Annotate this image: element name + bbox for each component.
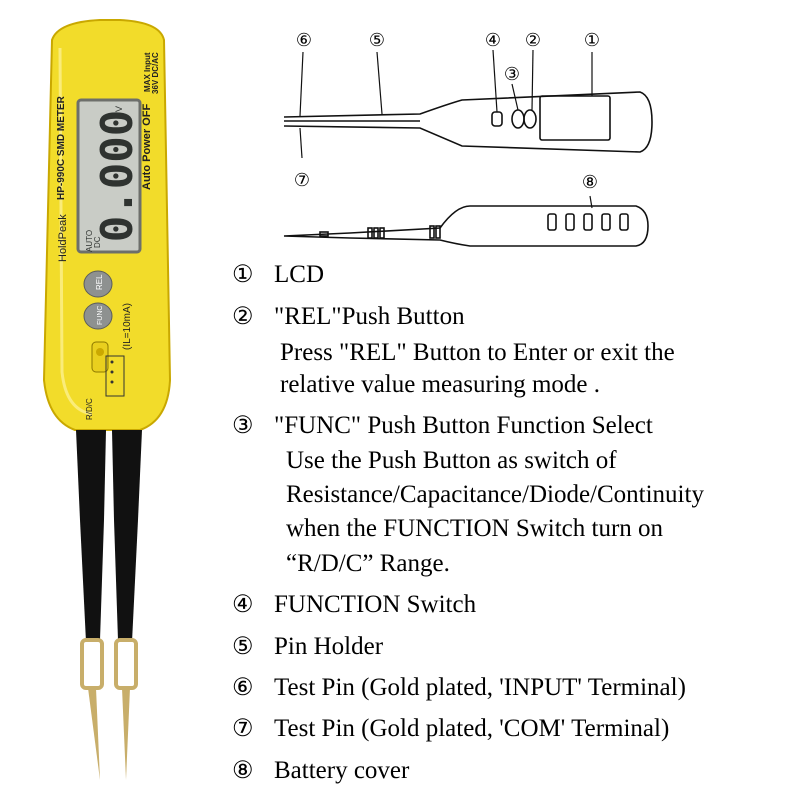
legend-item-input-pin: ⑥ Test Pin (Gold plated, 'INPUT' Terminal… bbox=[232, 671, 686, 705]
left-pin bbox=[88, 688, 100, 780]
lcd-auto: AUTO bbox=[85, 230, 94, 252]
legend-item-com-pin: ⑦ Test Pin (Gold plated, 'COM' Terminal) bbox=[232, 712, 669, 746]
func-description-line-2: Resistance/Capacitance/Diode/Continuity bbox=[286, 481, 704, 508]
legend-text: Test Pin (Gold plated, 'COM' Terminal) bbox=[274, 715, 670, 742]
legend-text: LCD bbox=[274, 261, 324, 288]
callout-2: ② bbox=[525, 30, 541, 51]
legend-num: ④ bbox=[232, 592, 254, 618]
line-diagram: ⑥ ⑤ ④ ③ ② ① ⑦ ⑧ bbox=[283, 30, 653, 247]
legend-num: ③ bbox=[232, 413, 254, 439]
rdc-label: R/D/C bbox=[85, 398, 94, 420]
func-description-line-1: Use the Push Button as switch of bbox=[286, 447, 617, 474]
max-input-label: MAX Input bbox=[143, 52, 152, 92]
func-description-line-3: when the FUNCTION Switch turn on bbox=[286, 515, 664, 542]
legend-text: "FUNC" Push Button Function Select bbox=[274, 412, 653, 439]
il-label: (IL=10mA) bbox=[122, 303, 133, 350]
legend-item-lcd: ① LCD bbox=[232, 258, 324, 292]
callout-3: ③ bbox=[504, 64, 520, 85]
callout-8: ⑧ bbox=[582, 172, 598, 193]
legend-text: Test Pin (Gold plated, 'INPUT' Terminal) bbox=[274, 674, 686, 701]
brand-label: HoldPeak bbox=[57, 214, 69, 262]
legend-num: ② bbox=[232, 304, 254, 330]
func-button[interactable] bbox=[83, 302, 113, 330]
top-view bbox=[283, 91, 653, 153]
legend-num: ⑥ bbox=[232, 675, 254, 701]
rel-button[interactable] bbox=[83, 270, 113, 298]
callout-1: ① bbox=[584, 30, 600, 51]
lcd-unit: V bbox=[114, 106, 124, 112]
legend-text: Pin Holder bbox=[274, 633, 384, 660]
callout-7: ⑦ bbox=[294, 170, 310, 191]
side-view bbox=[283, 205, 649, 247]
model-label: HP-990C SMD METER bbox=[56, 95, 67, 200]
function-switch[interactable] bbox=[91, 341, 109, 373]
legend-num: ⑧ bbox=[232, 758, 254, 784]
legend-num: ⑦ bbox=[232, 716, 254, 742]
legend-item-battery-cover: ⑧ Battery cover bbox=[232, 754, 409, 788]
rel-description-line-2: relative value measuring mode . bbox=[280, 371, 601, 398]
lcd-screen bbox=[76, 98, 142, 254]
legend-text: Battery cover bbox=[274, 757, 410, 784]
right-pin bbox=[122, 688, 130, 780]
legend-num: ⑤ bbox=[232, 634, 254, 660]
legend-text: FUNCTION Switch bbox=[274, 591, 477, 618]
rel-description-line-1: Press "REL" Button to Enter or exit the bbox=[280, 339, 675, 366]
callout-5: ⑤ bbox=[369, 30, 385, 51]
lcd-dc: DC bbox=[93, 236, 102, 248]
max-input-value: 36V DC/AC bbox=[151, 52, 160, 94]
auto-power-label: Auto Power OFF bbox=[141, 104, 153, 190]
callout-6: ⑥ bbox=[296, 30, 312, 51]
lcd-digits: 0.000 bbox=[92, 110, 143, 242]
legend-item-func: ③ "FUNC" Push Button Function Select bbox=[232, 409, 653, 443]
func-description-line-4: “R/D/C” Range. bbox=[286, 550, 450, 577]
callout-4: ④ bbox=[485, 30, 501, 51]
rel-button-label: REL bbox=[95, 274, 104, 290]
product-photo: 0.000 AUTO DC V HoldPeak HP-990C SMD MET… bbox=[42, 19, 172, 780]
right-arm bbox=[112, 430, 142, 642]
legend-num: ① bbox=[232, 262, 254, 288]
legend-item-rel: ② "REL"Push Button bbox=[232, 300, 465, 334]
left-arm bbox=[76, 430, 106, 642]
legend-item-function-switch: ④ FUNCTION Switch bbox=[232, 588, 476, 622]
legend-text: "REL"Push Button bbox=[274, 303, 465, 330]
legend-item-pin-holder: ⑤ Pin Holder bbox=[232, 630, 383, 664]
func-button-label: FUNC bbox=[97, 306, 104, 325]
